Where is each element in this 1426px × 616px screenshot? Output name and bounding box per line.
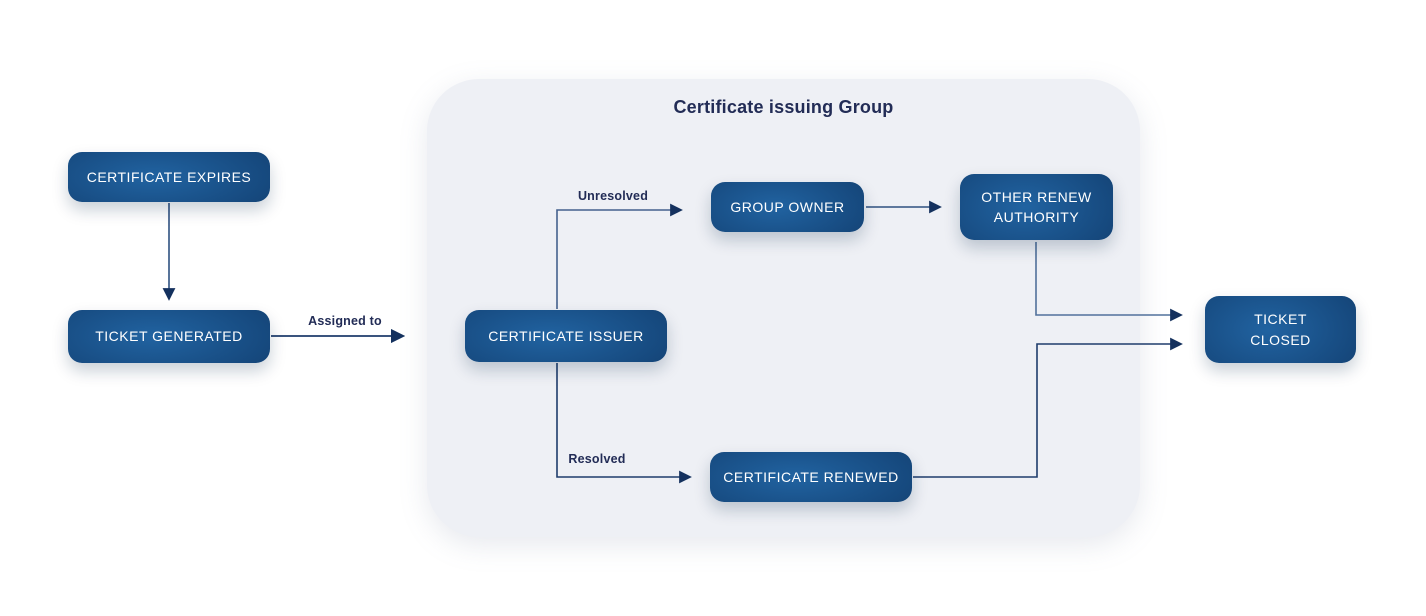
node-label: TICKET CLOSED [1250, 311, 1311, 348]
edge-label-resolved: Resolved [568, 452, 626, 466]
node-label: OTHER RENEW AUTHORITY [981, 188, 1092, 225]
edge-label-assigned-to: Assigned to [308, 314, 382, 328]
group-title: Certificate issuing Group [673, 97, 894, 117]
node-label: CERTIFICATE RENEWED [723, 468, 899, 485]
node-label: GROUP OWNER [730, 198, 845, 215]
node-label: CERTIFICATE EXPIRES [86, 168, 252, 185]
node-certificate-expires: CERTIFICATE EXPIRES [68, 152, 270, 202]
node-ticket-closed: TICKET CLOSED [1205, 296, 1356, 363]
node-label: TICKET GENERATED [95, 328, 243, 345]
node-label: CERTIFICATE ISSUER [488, 327, 644, 344]
edge-label-unresolved: Unresolved [577, 189, 649, 203]
node-certificate-renewed: CERTIFICATE RENEWED [710, 452, 912, 502]
node-ticket-generated: TICKET GENERATED [68, 310, 270, 363]
node-group-owner: GROUP OWNER [711, 182, 864, 232]
node-certificate-issuer: CERTIFICATE ISSUER [465, 310, 667, 362]
node-other-renew-authority: OTHER RENEW AUTHORITY [960, 174, 1113, 240]
